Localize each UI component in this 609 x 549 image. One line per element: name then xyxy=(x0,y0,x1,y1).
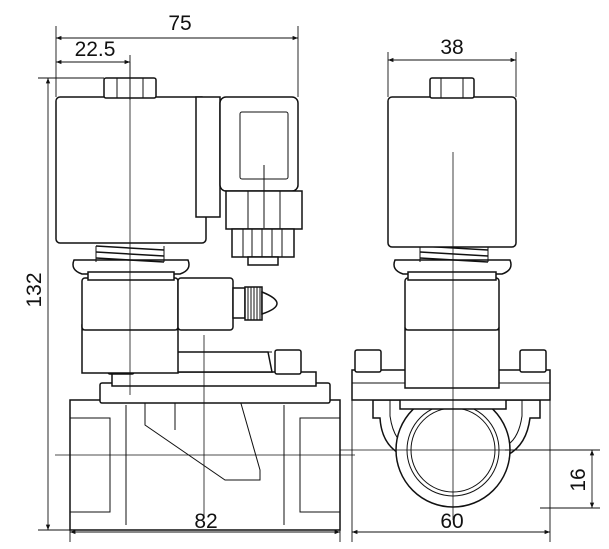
dimension-labels: 75 22.5 38 132 82 60 16 xyxy=(23,12,590,533)
side-coil xyxy=(387,96,517,248)
front-coil xyxy=(55,96,207,244)
front-valve-body xyxy=(69,399,341,531)
dimension-lines xyxy=(38,26,600,542)
dim-label-offset: 22.5 xyxy=(75,38,116,61)
side-view xyxy=(340,77,565,520)
dim-label-overall-width: 75 xyxy=(168,12,191,35)
dim-label-coil-width: 38 xyxy=(440,36,463,59)
dim-label-port-height: 16 xyxy=(567,468,590,491)
dim-label-body-width: 60 xyxy=(440,510,463,533)
dim-label-body-length: 82 xyxy=(194,510,217,533)
dim-label-height: 132 xyxy=(23,272,46,307)
front-connector xyxy=(219,96,299,192)
front-view xyxy=(55,62,355,531)
